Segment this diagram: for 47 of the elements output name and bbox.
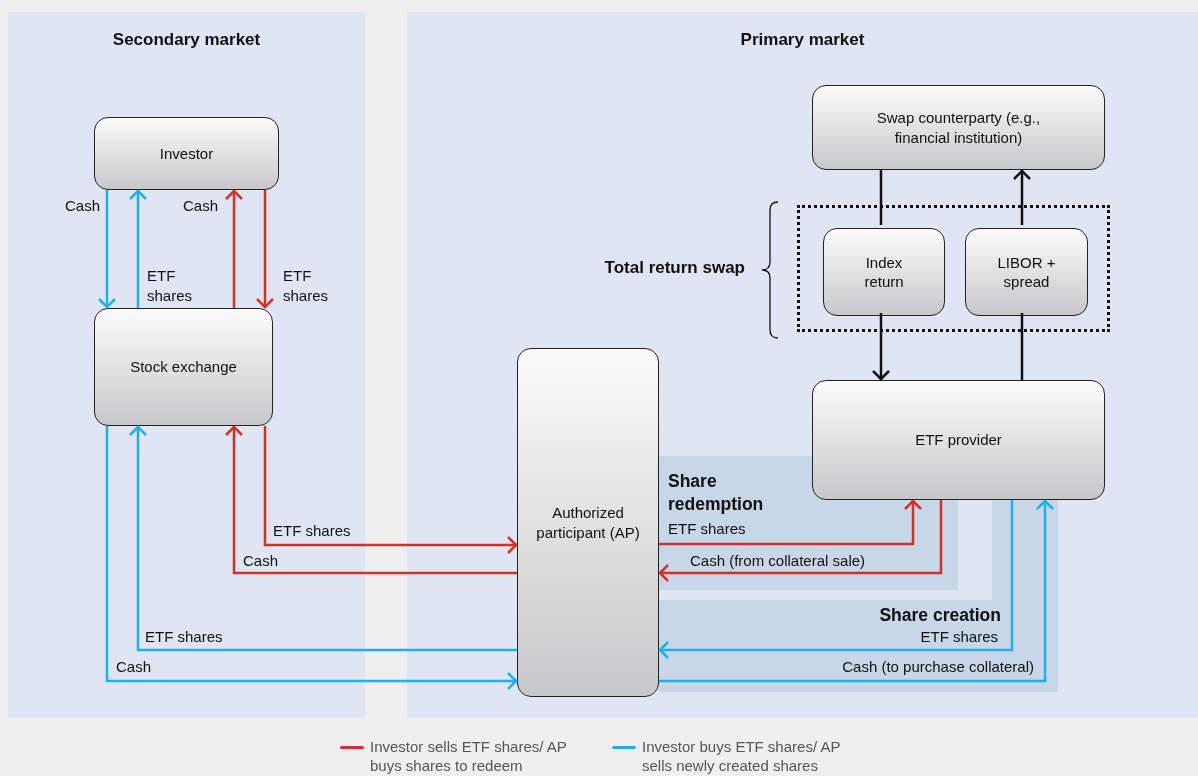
flow-arrow: [871, 313, 891, 381]
box-label: Authorized participant (AP): [535, 503, 641, 542]
entity-box: [94, 308, 273, 426]
box-label: Investor: [159, 143, 214, 164]
market-panel: [8, 12, 365, 718]
flow-arrow: [1012, 169, 1032, 225]
flow-arrow: [128, 189, 148, 308]
group-heading: Total return swap: [604, 258, 745, 278]
edge-label: Cash (to purchase collateral): [841, 657, 1034, 677]
edge-label: ETF shares: [147, 266, 194, 305]
entity-box: [965, 228, 1088, 316]
flow-arrow: [659, 499, 923, 546]
region-heading: Share creation: [878, 604, 1001, 627]
edge-label: ETF shares: [283, 266, 330, 305]
edge-label: ETF shares: [668, 519, 747, 539]
flow-arrow: [128, 425, 517, 652]
flow-arrow: [658, 500, 1014, 660]
legend-text: Investor sells ETF shares/ AP buys shares to redeem: [370, 738, 568, 776]
edge-label: ETF shares: [919, 627, 998, 647]
entity-box: [812, 85, 1105, 170]
box-label: LIBOR + spread: [996, 252, 1057, 292]
flow-arrow: [97, 190, 117, 309]
flow-arrow: [263, 426, 518, 555]
edge-label: Cash: [181, 196, 218, 216]
flow-arrow: [224, 189, 244, 308]
entity-box: [812, 380, 1105, 500]
region-heading: Share redemption: [668, 470, 765, 516]
edge-label: ETF shares: [273, 521, 352, 541]
box-label: Swap counterparty (e.g., financial institution): [875, 108, 1042, 147]
panel-heading: Secondary market: [111, 30, 262, 50]
edge-label: Cash: [63, 196, 100, 216]
entity-box: [517, 348, 659, 697]
legend-text: Investor buys ETF shares/ AP sells newly created shares: [642, 738, 842, 776]
edge-label: Cash (from collateral sale): [690, 551, 867, 571]
edge-label: Cash: [116, 657, 153, 677]
box-label: Index return: [863, 252, 905, 292]
flow-arrow: [224, 425, 517, 575]
flow-arrow: [658, 500, 943, 583]
box-label: Stock exchange: [130, 357, 237, 377]
box-label: ETF provider: [915, 430, 1002, 450]
flow-arrow: [255, 190, 275, 309]
flow-arrow: [105, 426, 518, 691]
entity-box: [94, 117, 279, 190]
panel-heading: Primary market: [739, 30, 866, 50]
entity-box: [823, 228, 945, 316]
edge-label: Cash: [243, 551, 280, 571]
edge-label: ETF shares: [145, 627, 224, 647]
